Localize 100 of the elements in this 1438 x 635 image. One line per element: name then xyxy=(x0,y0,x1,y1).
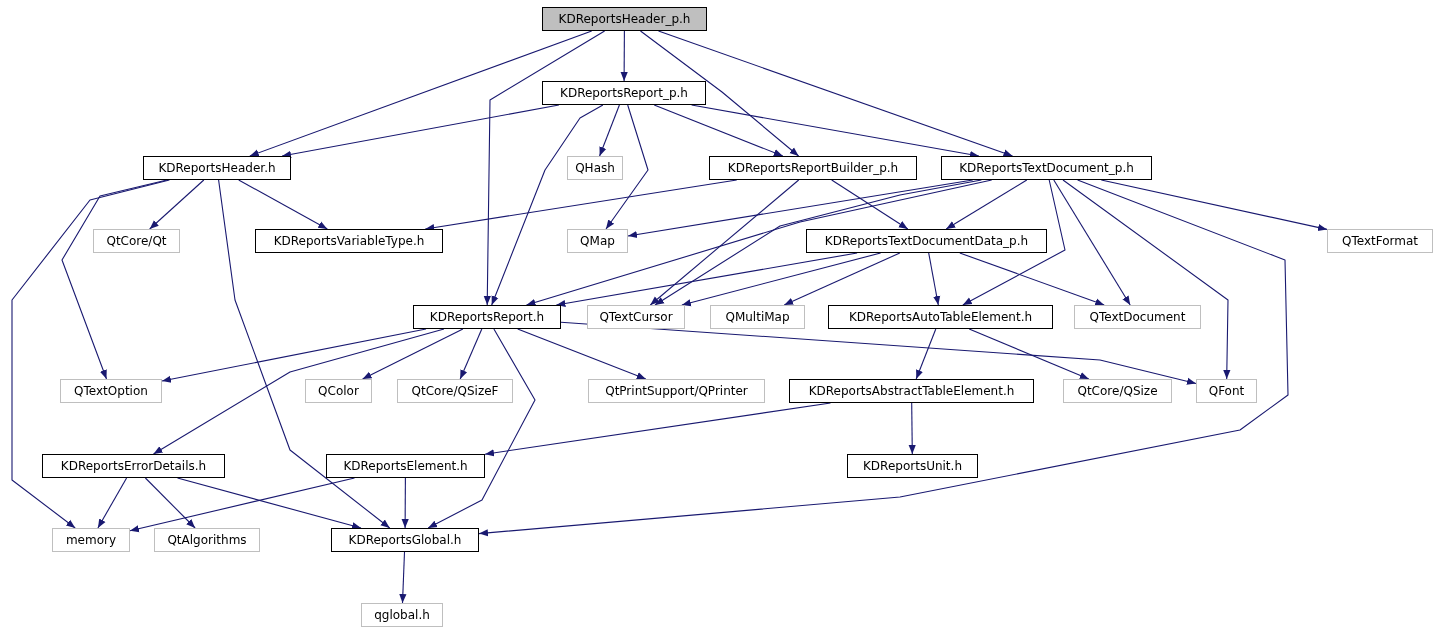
file-name: KDReportsTextDocumentData_p.h xyxy=(824,234,1029,248)
file-name: KDReportsReportBuilder_p.h xyxy=(727,161,899,175)
file-name: QMultiMap xyxy=(725,310,790,324)
file-box xyxy=(143,156,291,180)
arrow xyxy=(129,477,356,533)
file-box xyxy=(806,229,1047,253)
file-name: KDReportsVariableType.h xyxy=(273,234,425,248)
arrow xyxy=(1062,179,1231,380)
file-name: QHash xyxy=(575,161,615,175)
file-box xyxy=(588,379,765,403)
file-box xyxy=(1327,229,1433,253)
file-box xyxy=(413,305,561,329)
file-box xyxy=(305,379,372,403)
arrow xyxy=(525,179,993,306)
arrow xyxy=(478,179,1289,537)
file-name: QTextDocument xyxy=(1089,310,1186,324)
file-box xyxy=(326,454,485,478)
arrow xyxy=(560,321,1197,385)
arrow xyxy=(639,30,800,157)
arrow xyxy=(653,104,784,157)
arrow xyxy=(605,104,649,230)
arrow xyxy=(218,179,391,529)
file-name: KDReportsErrorDetails.h xyxy=(60,459,207,473)
arrow xyxy=(962,179,1066,306)
arrow xyxy=(238,179,328,230)
file-name: QMap xyxy=(580,234,615,248)
arrow xyxy=(399,551,407,604)
file-box xyxy=(847,454,978,478)
file-box xyxy=(789,379,1034,403)
arrow xyxy=(483,30,606,306)
arrow xyxy=(152,328,445,455)
file-name: KDReportsHeader.h xyxy=(158,161,276,175)
file-name: QtAlgorithms xyxy=(167,533,247,547)
file-box xyxy=(331,528,479,552)
arrow xyxy=(915,328,937,380)
file-box xyxy=(1074,305,1201,329)
file-name: KDReportsAbstractTableElement.h xyxy=(808,384,1015,398)
file-box xyxy=(60,379,162,403)
arrow xyxy=(657,30,1014,157)
arrow xyxy=(459,328,483,380)
arrow xyxy=(362,328,464,380)
arrow xyxy=(1100,179,1328,231)
arrow xyxy=(427,328,536,529)
file-box xyxy=(361,603,443,627)
file-box xyxy=(709,156,917,180)
arrow xyxy=(691,104,980,158)
file-name: KDReportsUnit.h xyxy=(863,459,962,473)
file-name: QtCore/QSizeF xyxy=(411,384,499,398)
file-box xyxy=(154,528,260,552)
arrow xyxy=(176,477,362,530)
file-name: memory xyxy=(65,533,117,547)
arrow xyxy=(517,328,647,380)
file-box xyxy=(255,229,443,253)
file-box xyxy=(710,305,805,329)
arrow xyxy=(783,252,901,306)
file-name: QFont xyxy=(1208,384,1245,398)
file-name: QtPrintSupport/QPrinter xyxy=(605,384,748,398)
arrow xyxy=(968,328,1090,380)
file-name: QTextCursor xyxy=(599,310,673,324)
arrow xyxy=(928,252,941,306)
file-name: KDReportsReport_p.h xyxy=(560,86,688,100)
arrow xyxy=(249,30,593,157)
file-box xyxy=(1063,379,1172,403)
arrow xyxy=(144,477,196,529)
arrow xyxy=(654,179,982,306)
file-box xyxy=(397,379,513,403)
file-box xyxy=(941,156,1152,180)
arrow xyxy=(149,179,205,230)
file-box xyxy=(42,454,225,478)
arrow xyxy=(649,179,800,306)
arrow xyxy=(401,477,409,529)
arrow xyxy=(831,179,909,230)
file-box xyxy=(587,305,685,329)
arrow xyxy=(945,179,1028,230)
arrow xyxy=(959,252,1105,306)
arrow xyxy=(97,477,128,529)
file-name: QTextFormat xyxy=(1342,234,1418,248)
file-name: KDReportsElement.h xyxy=(343,459,468,473)
arrow xyxy=(599,104,620,157)
file-name: KDReportsTextDocument_p.h xyxy=(959,161,1134,175)
file-name: KDReportsReport.h xyxy=(429,310,545,324)
file-name: qglobal.h xyxy=(374,608,430,622)
file-box xyxy=(542,7,707,31)
file-name: QTextOption xyxy=(74,384,148,398)
file-box xyxy=(828,305,1053,329)
file-box xyxy=(567,229,628,253)
arrow xyxy=(11,179,170,529)
file-box xyxy=(542,81,706,105)
file-box xyxy=(1196,379,1257,403)
arrow xyxy=(1053,179,1131,306)
arrow xyxy=(161,328,427,383)
arrow xyxy=(908,402,916,455)
arrow xyxy=(620,30,628,82)
file-box xyxy=(93,229,180,253)
file-box xyxy=(567,156,623,180)
file-name: KDReportsHeader_p.h xyxy=(558,12,691,26)
file-box xyxy=(52,528,130,552)
file-name: KDReportsAutoTableElement.h xyxy=(848,310,1033,324)
arrow xyxy=(681,252,882,307)
file-name: QtCore/QSize xyxy=(1077,384,1158,398)
